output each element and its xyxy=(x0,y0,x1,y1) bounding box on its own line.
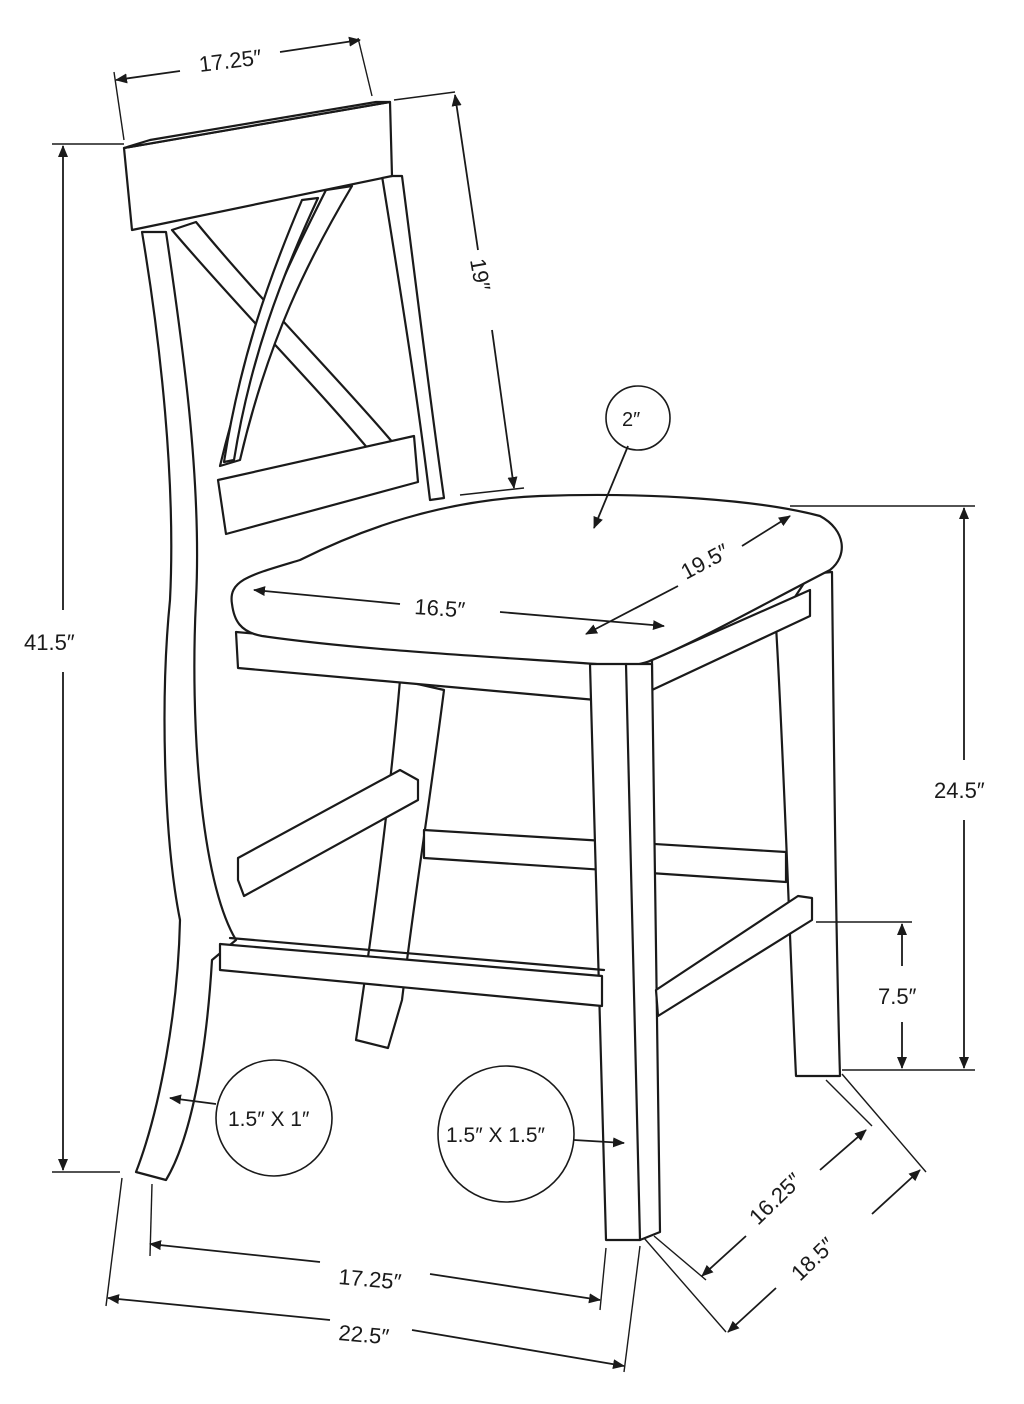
x-brace-c xyxy=(222,196,320,464)
back-lower-rail xyxy=(216,434,420,536)
back-right-stile xyxy=(380,174,446,502)
front-leg-callout-circle xyxy=(437,1065,575,1203)
front-left-leg xyxy=(588,662,662,1242)
seat-thickness-callout-circle xyxy=(605,385,671,451)
seat-width-label: 16.5″ xyxy=(414,594,466,622)
rear-right-leg xyxy=(354,678,446,1050)
back-leg-size-label: 1.5″ X 1″ xyxy=(228,1108,310,1131)
left-side-stretcher xyxy=(236,768,420,898)
seat-thickness-label: 2″ xyxy=(622,409,640,431)
back-top-width-label: 17.25″ xyxy=(198,44,264,76)
back-left-leg xyxy=(134,230,238,1182)
right-side-stretcher xyxy=(654,894,814,1018)
overall-height-label: 41.5″ xyxy=(24,630,75,655)
leg-span-depth-label: 16.25″ xyxy=(744,1168,807,1230)
chair-drawing xyxy=(122,100,843,1242)
front-leg-size-label: 1.5″ X 1.5″ xyxy=(446,1124,545,1147)
right-rear-leg xyxy=(774,570,842,1078)
dimension-lines xyxy=(52,36,975,1373)
overall-depth-label: 18.5″ xyxy=(786,1232,840,1285)
top-rail-top xyxy=(122,100,392,150)
seat-cushion xyxy=(230,493,843,668)
footrest-height-label: 7.5″ xyxy=(878,984,917,1009)
backrest-height-label: 19″ xyxy=(465,257,495,293)
back-leg-callout-circle xyxy=(215,1059,333,1177)
seat-height-label: 24.5″ xyxy=(934,778,985,803)
front-stretcher xyxy=(218,942,604,1008)
overall-width-label: 22.5″ xyxy=(338,1320,391,1349)
leg-span-width-label: 17.25″ xyxy=(338,1264,403,1294)
